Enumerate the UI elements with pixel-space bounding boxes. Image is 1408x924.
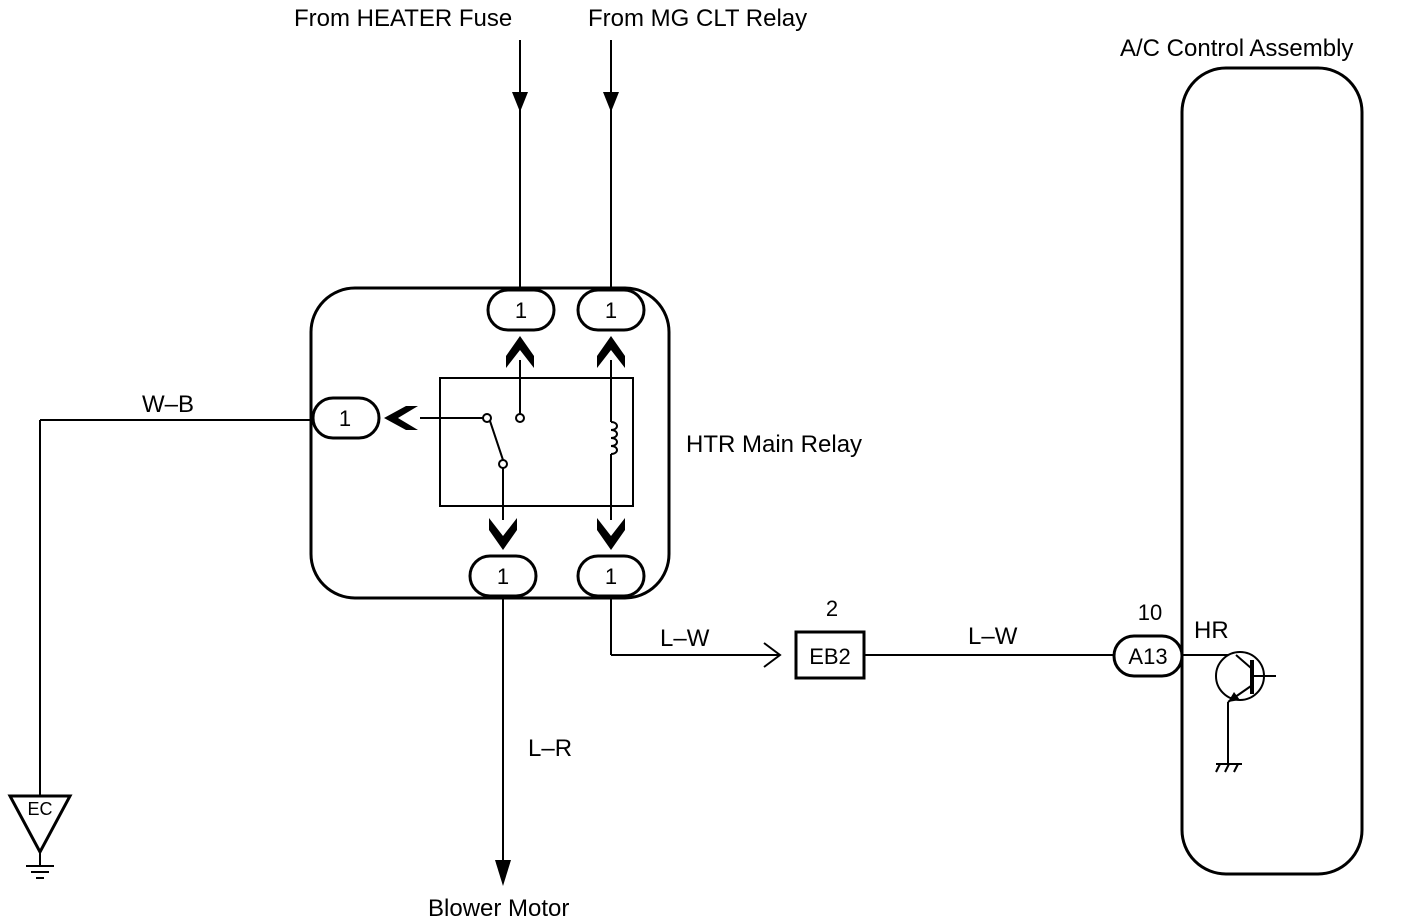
ground-ec: EC [7, 794, 73, 879]
connector-a13-label: A13 [1128, 644, 1167, 669]
connector-eb2-pin: 2 [826, 596, 838, 621]
relay-pin-top-right: 1 [576, 288, 646, 332]
connector-eb2: EB2 2 [794, 596, 866, 680]
ac-control-assembly-label: A/C Control Assembly [1120, 35, 1353, 62]
ground-ec-label: EC [27, 799, 52, 819]
l-r-wire [495, 596, 511, 886]
w-b-wire [39, 419, 313, 796]
svg-text:1: 1 [605, 298, 617, 323]
arrow-down-icon [603, 92, 619, 112]
l-w-wire-left [610, 596, 782, 668]
l-w-label-right: L–W [968, 623, 1018, 650]
relay-inner-box [439, 377, 634, 507]
ac-control-assembly-box [1180, 66, 1364, 876]
l-w-label-left: L–W [660, 625, 710, 652]
transistor-icon [1182, 651, 1276, 773]
blower-motor-label: Blower Motor [428, 895, 569, 922]
chevron-up-icon [597, 336, 625, 368]
connector-a13-pin: 10 [1138, 600, 1162, 625]
relay-switch [420, 360, 525, 520]
svg-text:1: 1 [605, 564, 617, 589]
chevron-down-icon [489, 518, 517, 550]
relay-pin-top-left: 1 [486, 288, 556, 332]
relay-coil [610, 360, 618, 520]
connector-a13: A13 10 [1112, 600, 1184, 678]
chevron-left-icon [384, 406, 418, 430]
w-b-label: W–B [142, 391, 194, 418]
relay-pin-bottom-right: 1 [576, 554, 646, 598]
svg-text:1: 1 [515, 298, 527, 323]
relay-pin-bottom-left: 1 [468, 554, 538, 598]
htr-main-relay-box [309, 286, 671, 600]
mg-clt-relay-label: From MG CLT Relay [588, 5, 807, 32]
connector-eb2-label: EB2 [809, 644, 851, 669]
relay-pin-left: 1 [311, 396, 381, 440]
hr-terminal-label: HR [1194, 617, 1229, 644]
svg-text:1: 1 [497, 564, 509, 589]
chevron-up-icon [506, 336, 534, 368]
chevron-down-icon [597, 518, 625, 550]
arrow-down-icon [512, 92, 528, 112]
l-r-label: L–R [528, 735, 572, 762]
arrow-down-icon [495, 860, 511, 886]
heater-fuse-wire [512, 40, 528, 290]
htr-main-relay-label: HTR Main Relay [686, 431, 862, 458]
svg-text:1: 1 [339, 406, 351, 431]
mg-clt-relay-wire [603, 40, 619, 290]
heater-fuse-label: From HEATER Fuse [294, 5, 512, 32]
